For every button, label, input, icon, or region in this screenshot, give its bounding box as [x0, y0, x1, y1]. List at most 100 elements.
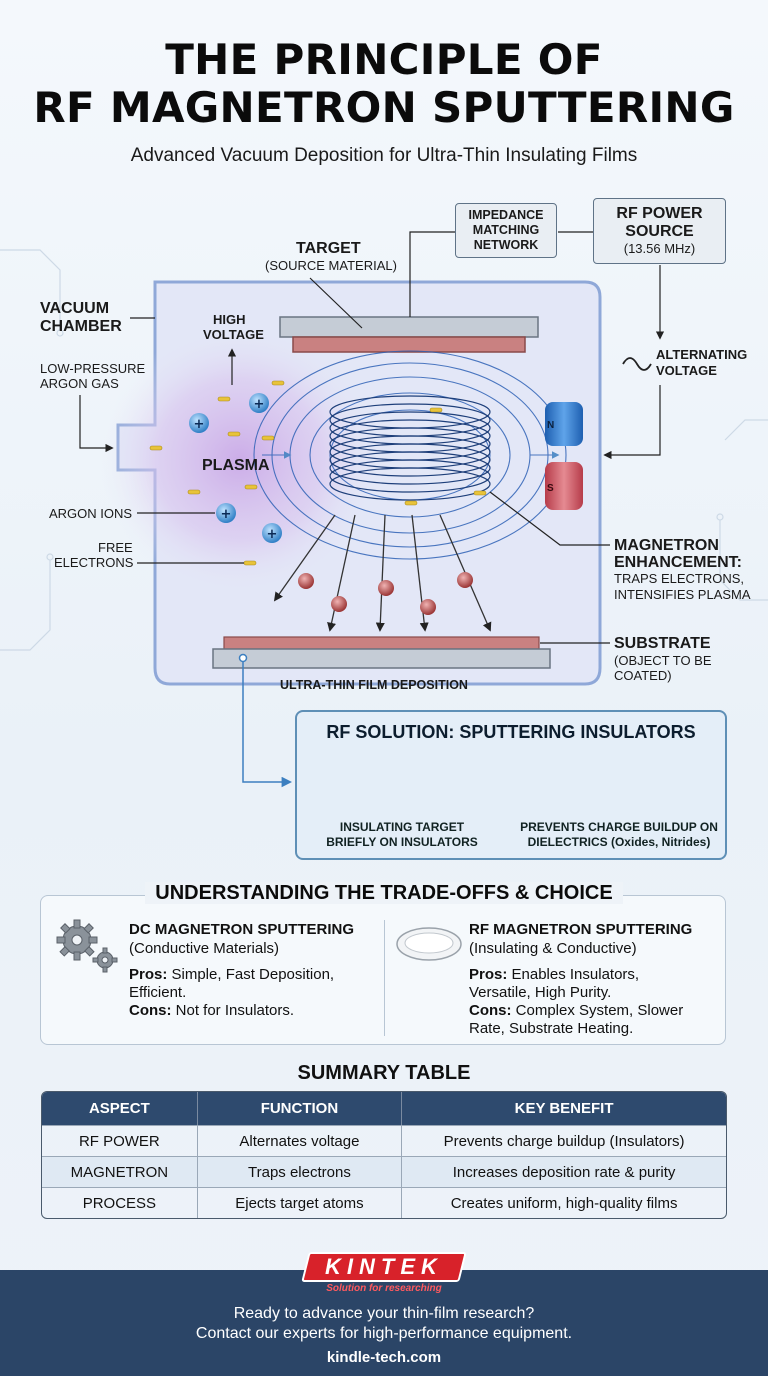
alternating-voltage-label-2: VOLTAGE [656, 363, 717, 378]
rf-source-frequency: (13.56 MHz) [623, 241, 696, 256]
magnet-n-label: N [547, 420, 555, 431]
plasma-label: PLASMA [202, 457, 270, 474]
rf-right-caption-2: DIELECTRICS (Oxides, Nitrides) [527, 835, 711, 849]
argon-ions-group [189, 393, 282, 543]
summary-title: SUMMARY TABLE [297, 1062, 471, 1084]
target-label: TARGET [296, 240, 361, 257]
rf-power-source: RF POWER SOURCE (13.56 MHz) [593, 198, 726, 264]
target-sublabel: (SOURCE MATERIAL) [265, 258, 397, 273]
rf-sub: (Insulating & Conductive) [469, 940, 637, 957]
argon-ions-label: ARGON IONS [49, 506, 133, 521]
magnet-s-label: S [547, 483, 554, 494]
substrate-plate [212, 648, 551, 669]
svg-text:+: + [194, 417, 205, 432]
table-cell: RF POWER [42, 1125, 198, 1156]
table-cell: Alternates voltage [197, 1125, 403, 1156]
dc-sub: (Conductive Materials) [129, 940, 280, 957]
plate-icon [396, 927, 462, 961]
table-row: PROCESS Ejects target atoms Creates unif… [42, 1187, 726, 1218]
impedance-matching-network: IMPEDANCE MATCHING NETWORK [455, 203, 557, 258]
magnetron-label-2: ENHANCEMENT: [614, 554, 742, 571]
table-cell: MAGNETRON [42, 1156, 198, 1187]
rf-source-title-1: RF POWER [616, 205, 703, 222]
title-line-1: THE PRINCIPLE OF [165, 35, 603, 84]
argon-gas-label-1: LOW-PRESSURE [40, 361, 146, 376]
impedance-line-2: MATCHING [472, 223, 540, 237]
page-subtitle: Advanced Vacuum Deposition for Ultra-Thi… [130, 145, 638, 166]
free-electrons-label-1: FREE [98, 540, 133, 555]
svg-text:+: + [221, 507, 232, 522]
rf-right-caption-1: PREVENTS CHARGE BUILDUP ON [520, 820, 718, 834]
header-aspect: ASPECT [42, 1092, 198, 1125]
magnetron-label-4: INTENSIFIES PLASMA [614, 587, 751, 602]
header-key-benefit: KEY BENEFIT [402, 1092, 726, 1125]
vacuum-label-2: CHAMBER [40, 318, 122, 335]
dc-cons-text: Not for Insulators. [171, 1002, 295, 1019]
footer-website-link[interactable]: kindle-tech.com [326, 1349, 442, 1366]
kintek-tagline: Solution for researching [326, 1283, 442, 1294]
page-title: THE PRINCIPLE OF RF MAGNETRON SPUTTERING [0, 36, 768, 132]
table-row: RF POWER Alternates voltage Prevents cha… [42, 1125, 726, 1156]
footer-line-1: Ready to advance your thin-film research… [233, 1305, 535, 1322]
dc-pros-2: Efficient. [129, 984, 187, 1001]
rf-cons-2: Rate, Substrate Heating. [469, 1020, 634, 1037]
rf-pros: Pros: Enables Insulators, [469, 966, 639, 984]
table-header-row: ASPECT FUNCTION KEY BENEFIT [42, 1092, 726, 1125]
rf-source-title-2: SOURCE [625, 223, 694, 240]
magnetron-label-3: TRAPS ELECTRONS, [614, 571, 745, 586]
impedance-line-3: NETWORK [473, 238, 539, 252]
rf-left-caption-1: INSULATING TARGET [339, 820, 465, 834]
gear-icon [56, 919, 118, 973]
rf-pros-2: Versatile, High Purity. [469, 984, 612, 1001]
rf-cons-label: Cons: [469, 1002, 512, 1019]
magnetron-label-1: MAGNETRON [614, 537, 719, 554]
argon-gas-label-2: ARGON GAS [40, 376, 119, 391]
dc-cons-label: Cons: [129, 1002, 172, 1019]
table-row: MAGNETRON Traps electrons Increases depo… [42, 1156, 726, 1187]
rf-cons: Cons: Complex System, Slower [469, 1002, 683, 1020]
rf-solution-panel: RF SOLUTION: SPUTTERING INSULATORS INSUL… [295, 710, 727, 860]
footer-line-2: Contact our experts for high-performance… [195, 1325, 573, 1342]
tradeoffs-title-text: UNDERSTANDING THE TRADE-OFFS & CHOICE [145, 882, 623, 904]
table-cell: Creates uniform, high-quality films [402, 1187, 726, 1218]
connection-line [238, 653, 293, 788]
dc-cons: Cons: Not for Insulators. [129, 1002, 294, 1020]
alternating-voltage-label-1: ALTERNATING [656, 347, 748, 362]
impedance-line-1: IMPEDANCE [468, 208, 544, 222]
rf-pros-label: Pros: [469, 966, 508, 983]
substrate-label: SUBSTRATE [614, 635, 711, 652]
circuit-decoration [0, 249, 768, 651]
high-voltage-label-2: VOLTAGE [203, 327, 264, 342]
deposited-film [223, 636, 540, 650]
rf-left-caption-2: BRIEFLY ON INSULATORS [326, 835, 478, 849]
deposition-label: ULTRA-THIN FILM DEPOSITION [280, 678, 468, 692]
target-plate [279, 316, 539, 338]
plasma-glow [100, 325, 380, 595]
title-line-2: RF MAGNETRON SPUTTERING [33, 83, 735, 132]
magnet-north [545, 402, 583, 446]
substrate-sub-2: COATED) [614, 668, 672, 683]
free-electrons-group [149, 380, 487, 566]
sputtered-atoms [298, 572, 473, 615]
magnetron-coil [329, 395, 491, 501]
tradeoffs-title: UNDERSTANDING THE TRADE-OFFS & CHOICE [0, 882, 768, 905]
leader-lines [79, 231, 665, 644]
kintek-logo-text: KINTEK [325, 1254, 443, 1279]
rf-right-caption: PREVENTS CHARGE BUILDUP ON DIELECTRICS (… [519, 820, 719, 850]
table-cell: Traps electrons [197, 1156, 403, 1187]
summary-table: ASPECT FUNCTION KEY BENEFIT RF POWER Alt… [41, 1091, 727, 1219]
magnet-south [545, 462, 583, 510]
svg-text:+: + [267, 527, 278, 542]
rf-left-caption: INSULATING TARGET BRIEFLY ON INSULATORS [307, 820, 497, 850]
table-cell: Ejects target atoms [197, 1187, 403, 1218]
substrate-sub-1: (OBJECT TO BE [614, 653, 712, 668]
vacuum-label-1: VACUUM [40, 300, 110, 317]
ion-plus-signs: + + + + [194, 397, 278, 542]
footer [0, 1270, 768, 1376]
svg-text:+: + [254, 397, 265, 412]
dc-pros-label: Pros: [129, 966, 168, 983]
tradeoffs-divider [384, 920, 385, 1036]
dc-heading: DC MAGNETRON SPUTTERING [129, 921, 354, 938]
free-electrons-label-2: ELECTRONS [54, 555, 134, 570]
table-cell: PROCESS [42, 1187, 198, 1218]
